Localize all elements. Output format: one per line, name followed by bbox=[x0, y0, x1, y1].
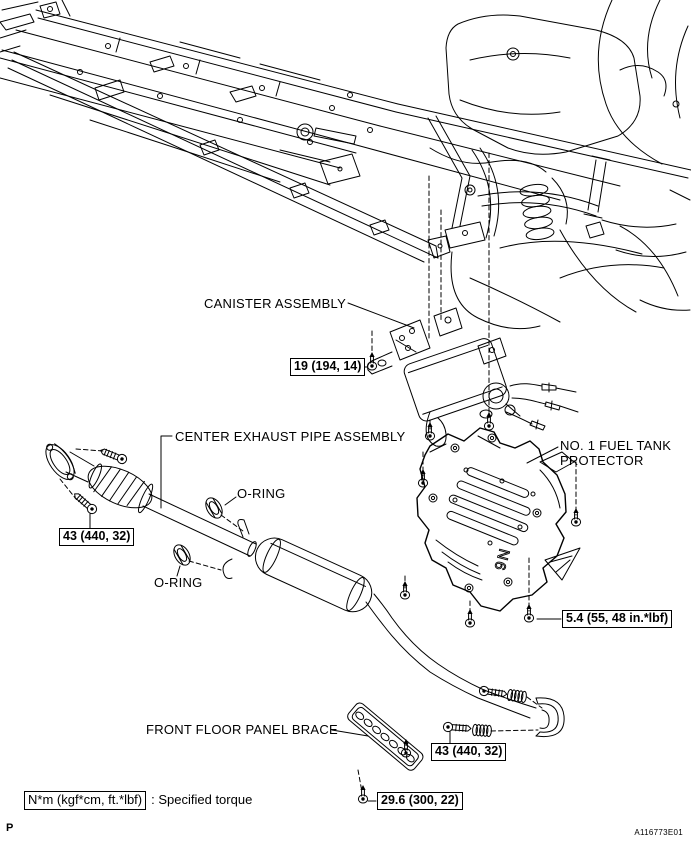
torque-box-front-flange: 43 (440, 32) bbox=[59, 528, 135, 546]
underbody-drawing bbox=[0, 0, 691, 330]
torque-box-brace: 29.6 (300, 22) bbox=[377, 792, 463, 810]
fuel-tank-protector-drawing: N6 bbox=[416, 427, 581, 612]
torque-box-protector: 5.4 (55, 48 in.*lbf) bbox=[562, 610, 673, 628]
floor-brace-drawing bbox=[347, 702, 424, 771]
bolt-icon bbox=[357, 784, 369, 804]
fuel-tank-protector-label-line2: PROTECTOR bbox=[560, 453, 644, 468]
torque-unit-box: N*m (kgf*cm, ft.*lbf) bbox=[24, 791, 147, 810]
torque-legend: N*m (kgf*cm, ft.*lbf) : Specified torque bbox=[24, 791, 252, 810]
o-ring-lower-label: O-RING bbox=[154, 575, 203, 590]
o-ring-upper-label: O-RING bbox=[237, 486, 286, 501]
bolt-icon bbox=[98, 445, 129, 466]
torque-legend-description: : Specified torque bbox=[151, 792, 253, 807]
protector-stamp-text: N6 bbox=[490, 547, 512, 574]
center-exhaust-pipe-label: CENTER EXHAUST PIPE ASSEMBLY bbox=[175, 429, 406, 444]
exhaust-pipe-drawing bbox=[45, 443, 565, 738]
front-floor-panel-brace-label: FRONT FLOOR PANEL BRACE bbox=[146, 722, 338, 737]
canister-assembly-label: CANISTER ASSEMBLY bbox=[204, 296, 346, 311]
bolt-icon bbox=[478, 685, 508, 700]
fuel-tank-protector-label: NO. 1 FUEL TANK PROTECTOR bbox=[560, 438, 671, 468]
page-letter: P bbox=[6, 822, 14, 834]
figure-code: A116773E01 bbox=[634, 828, 683, 837]
fuel-tank-protector-label-line1: NO. 1 FUEL TANK bbox=[560, 438, 672, 453]
label-leaders bbox=[89, 302, 562, 802]
bolt-icon bbox=[442, 721, 472, 734]
spring-icon bbox=[471, 723, 493, 738]
canister-assembly-drawing bbox=[367, 307, 579, 447]
spring-icon bbox=[506, 688, 528, 704]
torque-box-canister: 19 (194, 14) bbox=[290, 358, 366, 376]
bolt-icon bbox=[71, 489, 99, 516]
torque-box-tail-flange: 43 (440, 32) bbox=[431, 743, 507, 761]
dashed-leaders bbox=[59, 152, 577, 793]
